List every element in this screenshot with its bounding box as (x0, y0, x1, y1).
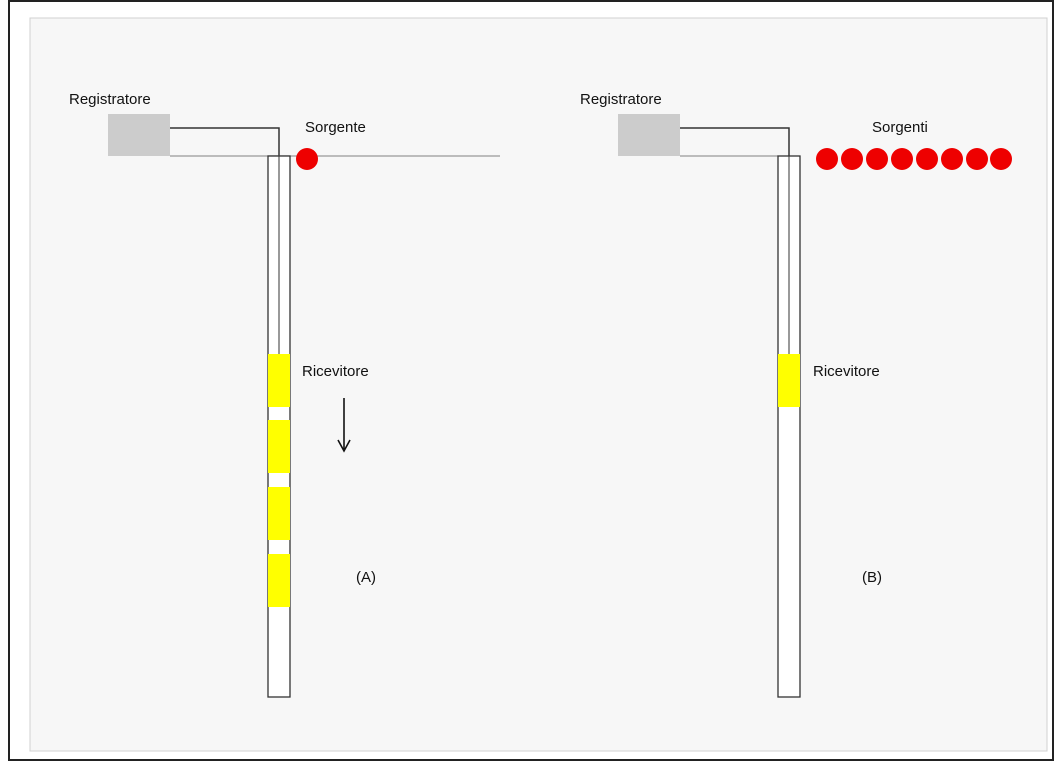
recorder-cable-b (680, 127, 790, 156)
source-dot-b-3 (866, 148, 888, 170)
receiver-a-2 (268, 420, 290, 473)
source-label-a: Sorgente (305, 119, 366, 136)
source-label-b: Sorgenti (872, 119, 928, 136)
recorder-box-b (618, 114, 680, 156)
source-dot-b-1 (816, 148, 838, 170)
receiver-b-1 (778, 354, 800, 407)
receiver-a-4 (268, 554, 290, 607)
source-dot-b-2 (841, 148, 863, 170)
caption-b: (B) (862, 569, 882, 586)
caption-a: (A) (356, 569, 376, 586)
receiver-a-1 (268, 354, 290, 407)
source-dot-b-4 (891, 148, 913, 170)
source-dot-b-6 (941, 148, 963, 170)
recorder-box-a (108, 114, 170, 156)
recorder-cable-a (170, 127, 280, 156)
panel-b: Registratore Sorgenti Ricevitore (B) (580, 91, 1012, 698)
recorder-label-a: Registratore (69, 91, 151, 108)
receiver-label-b: Ricevitore (813, 363, 880, 380)
receiver-a-3 (268, 487, 290, 540)
source-dot-b-8 (990, 148, 1012, 170)
recorder-label-b: Registratore (580, 91, 662, 108)
panel-a: Registratore Sorgente Ricevitore (A) (69, 91, 500, 698)
inner-panel (29, 17, 1048, 752)
receiver-label-a: Ricevitore (302, 363, 369, 380)
source-dot-a (296, 148, 318, 170)
source-dot-b-5 (916, 148, 938, 170)
source-dot-b-7 (966, 148, 988, 170)
down-arrow-icon (337, 398, 351, 453)
